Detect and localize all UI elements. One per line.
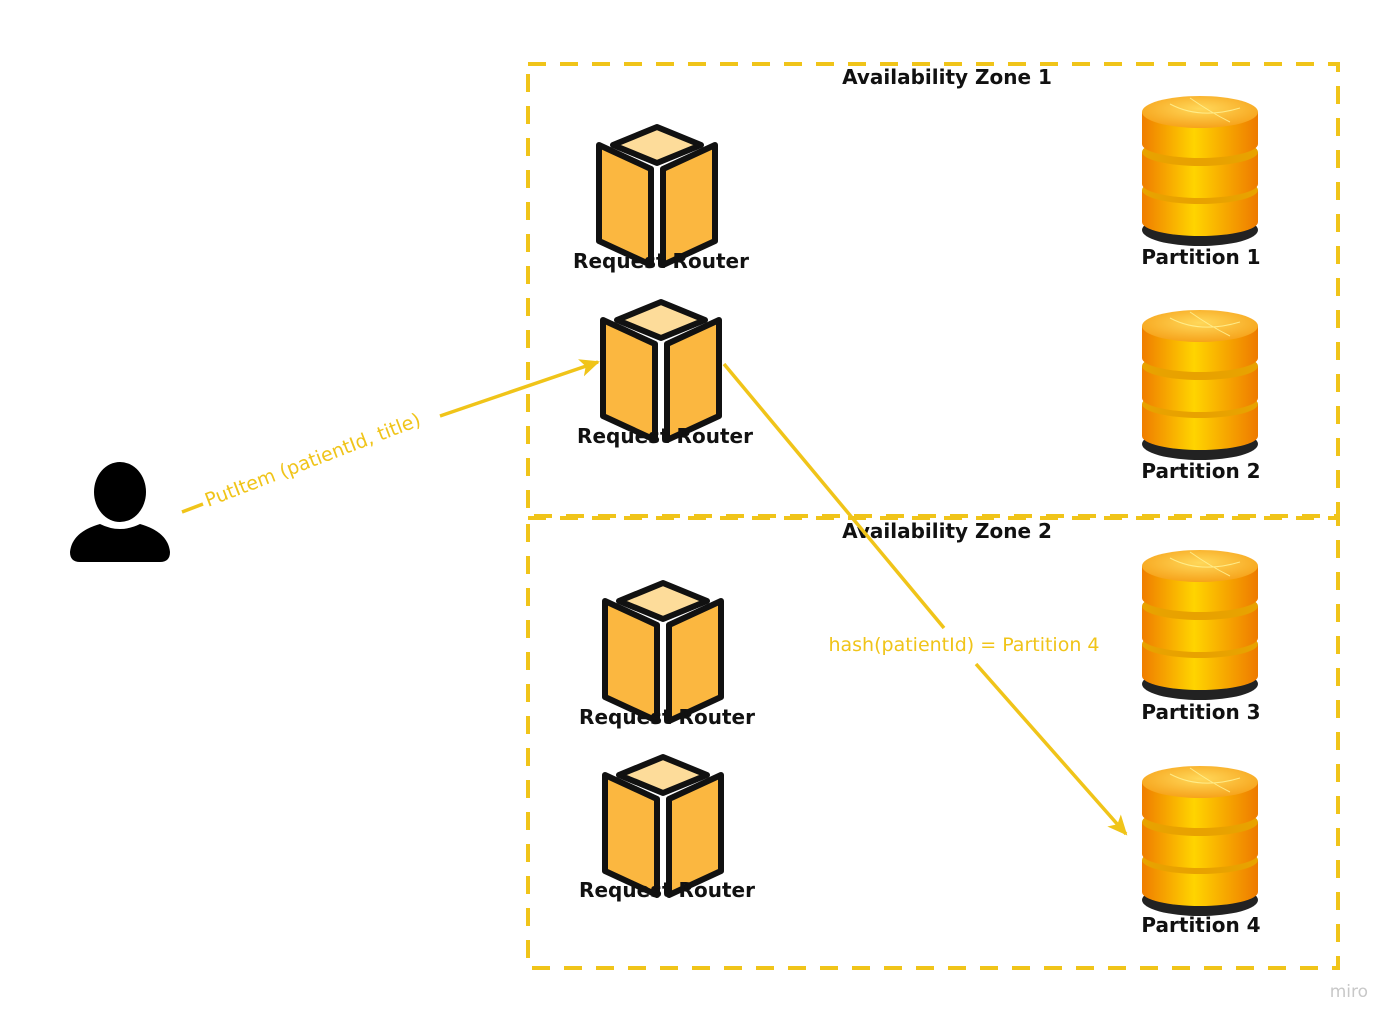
zone-2-title: Availability Zone 2 — [842, 519, 1052, 543]
partition-label: Partition 2 — [1141, 459, 1260, 483]
zone-1-title: Availability Zone 1 — [842, 65, 1052, 89]
putitem-edge-start — [181, 502, 204, 514]
availability-zone-1-boundary — [526, 62, 1340, 518]
putitem-edge — [439, 359, 600, 418]
router-cube-icon — [605, 757, 721, 895]
hash-edge-lower — [974, 662, 1128, 836]
router-label: Request Router — [579, 705, 755, 729]
router-cube-icon — [605, 583, 721, 721]
database-icon — [1141, 309, 1259, 461]
user-icon — [70, 462, 170, 562]
miro-watermark: miro — [1330, 982, 1368, 1002]
hash-edge-upper — [722, 362, 946, 630]
router-label: Request Router — [579, 878, 755, 902]
router-label: Request Router — [577, 424, 753, 448]
router-label: Request Router — [573, 249, 749, 273]
partition-label: Partition 3 — [1141, 700, 1260, 724]
availability-zone-2-boundary — [526, 516, 1340, 970]
putitem-edge-label: PutItem (patientId, title) — [202, 409, 424, 512]
partition-label: Partition 1 — [1141, 245, 1260, 269]
database-icon — [1141, 765, 1259, 917]
hash-edge-label: hash(patientId) = Partition 4 — [828, 634, 1099, 656]
router-cube-icon — [599, 127, 715, 265]
database-icon — [1141, 549, 1259, 701]
router-cube-icon — [603, 302, 719, 440]
partition-label: Partition 4 — [1141, 913, 1260, 937]
database-icon — [1141, 95, 1259, 247]
